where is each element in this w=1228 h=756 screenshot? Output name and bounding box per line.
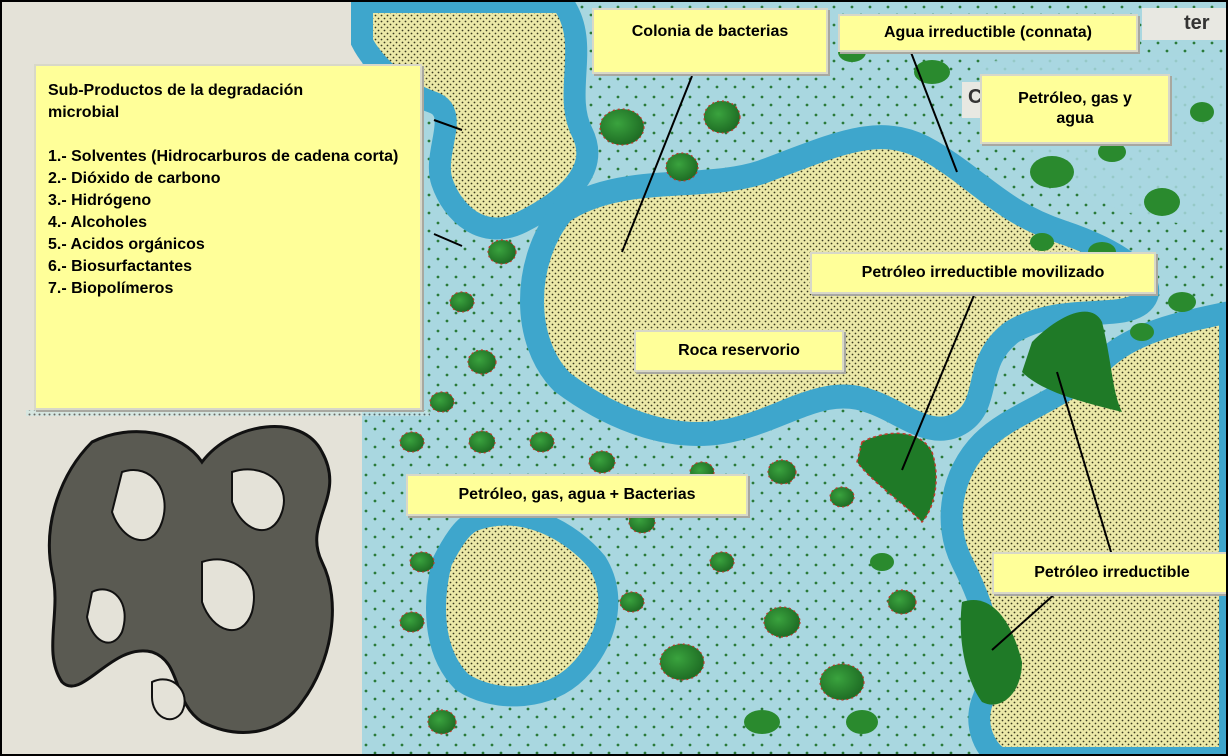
byproduct-item: 6.- Biosurfactantes	[48, 256, 408, 278]
label-roca-reservorio: Roca reservorio	[634, 330, 844, 372]
byproduct-item: 4.- Alcoholes	[48, 212, 408, 234]
label-petroleo-irreductible: Petróleo irreductible	[992, 552, 1228, 594]
byproducts-panel: Sub-Productos de la degradación microbia…	[34, 64, 422, 410]
label-petroleo-movilizado: Petróleo irreductible movilizado	[810, 252, 1156, 294]
rock-grain-bottom-left	[436, 516, 608, 697]
byproducts-title: Sub-Productos de la degradación microbia…	[48, 80, 378, 124]
label-agua-irreductible: Agua irreductible (connata)	[838, 14, 1138, 52]
byproduct-item: 2.- Dióxido de carbono	[48, 168, 408, 190]
byproduct-item: 1.- Solventes (Hidrocarburos de cadena c…	[48, 146, 408, 168]
rock-sculpture-illustration	[26, 416, 362, 746]
label-colonia-bacterias: Colonia de bacterias	[592, 8, 828, 74]
partial-top-right-text: ter	[1184, 12, 1210, 35]
label-petroleo-gas-agua: Petróleo, gas y agua	[980, 74, 1170, 144]
byproduct-item: 3.- Hidrógeno	[48, 190, 408, 212]
byproduct-item: 7.- Biopolímeros	[48, 278, 408, 300]
byproduct-item: 5.- Acidos orgánicos	[48, 234, 408, 256]
label-petroleo-bacterias: Petróleo, gas, agua + Bacterias	[406, 474, 748, 516]
